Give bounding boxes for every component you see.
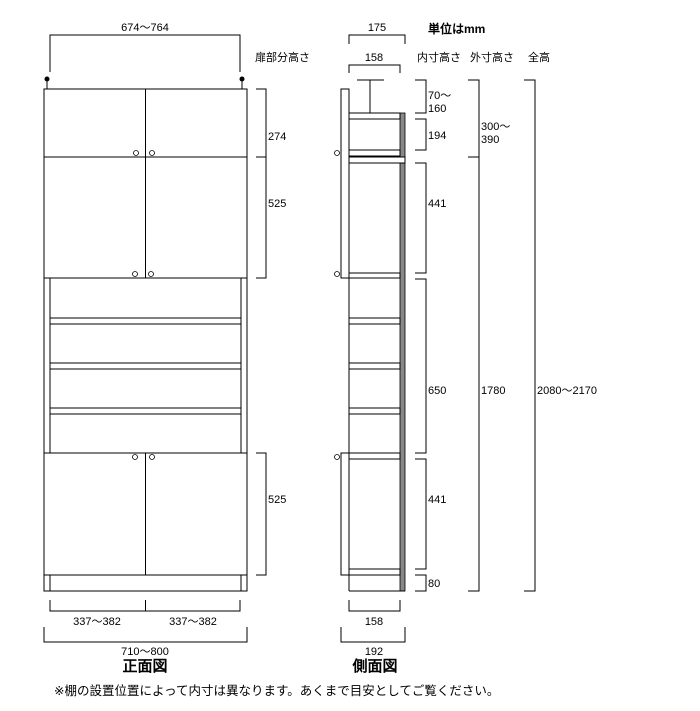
- inner-height-top-2: 160: [428, 103, 446, 115]
- shelf: [49, 362, 242, 370]
- back-panel: [399, 112, 406, 592]
- shelf: [49, 317, 242, 325]
- side-panel-right: [240, 277, 248, 454]
- front-view-caption: 正面図: [122, 658, 167, 675]
- door-knob-icon: [132, 150, 155, 460]
- shelf: [49, 407, 242, 415]
- side-total-depth: 192: [365, 646, 383, 658]
- side-depth-top: 175: [368, 22, 386, 34]
- door-height-header: 扉部分高さ: [255, 50, 310, 64]
- upper-door-profile: [340, 88, 350, 279]
- total-height-header: 全高: [528, 50, 550, 64]
- plinth: [43, 574, 248, 592]
- inner-height-441-lower: 441: [428, 494, 446, 506]
- ceiling-anchor-icon: [44, 76, 245, 89]
- total-height: 2080〜2170: [537, 385, 597, 397]
- door-lower-height: 525: [268, 494, 286, 506]
- lower-door-profile: [340, 452, 350, 576]
- inner-height-194: 194: [428, 130, 446, 142]
- footnote: ※棚の設置位置によって内寸は異なります。あくまで目安としてご覧ください。: [54, 683, 499, 698]
- outer-height-1780: 1780: [481, 385, 505, 397]
- side-inner-depth-top: 158: [365, 52, 383, 64]
- side-inner-depth-bottom: 158: [365, 616, 383, 628]
- front-view: 674〜764 扉部分高さ 274 525 525 337〜382 337〜38…: [43, 22, 310, 675]
- inner-height-650: 650: [428, 385, 446, 397]
- door-width-right: 337〜382: [169, 616, 217, 628]
- inner-height-top-1: 70〜: [428, 90, 451, 102]
- inner-height-header: 内寸高さ: [417, 50, 461, 64]
- door-upper-height: 525: [268, 198, 286, 210]
- outer-height-top-1: 300〜: [481, 121, 510, 133]
- front-top-width: 674〜764: [121, 22, 169, 34]
- inner-height-441-upper: 441: [428, 198, 446, 210]
- side-panel-left: [43, 277, 51, 454]
- door-width-left: 337〜382: [73, 616, 121, 628]
- outer-height-top-2: 390: [481, 134, 499, 146]
- outer-height-header: 外寸高さ: [470, 50, 514, 64]
- door-knob-icon: [334, 150, 340, 460]
- inner-height-80: 80: [428, 578, 440, 590]
- side-view-caption: 側面図: [351, 657, 397, 675]
- door-top-height: 274: [268, 131, 286, 143]
- ceiling-brace-icon: [357, 79, 384, 113]
- front-total-width: 710〜800: [121, 646, 169, 658]
- unit-label: 単位はmm: [428, 21, 485, 36]
- side-view: 175 158 単位はmm 内寸高さ 外寸高さ 全高 70〜 160 194 4…: [334, 21, 597, 675]
